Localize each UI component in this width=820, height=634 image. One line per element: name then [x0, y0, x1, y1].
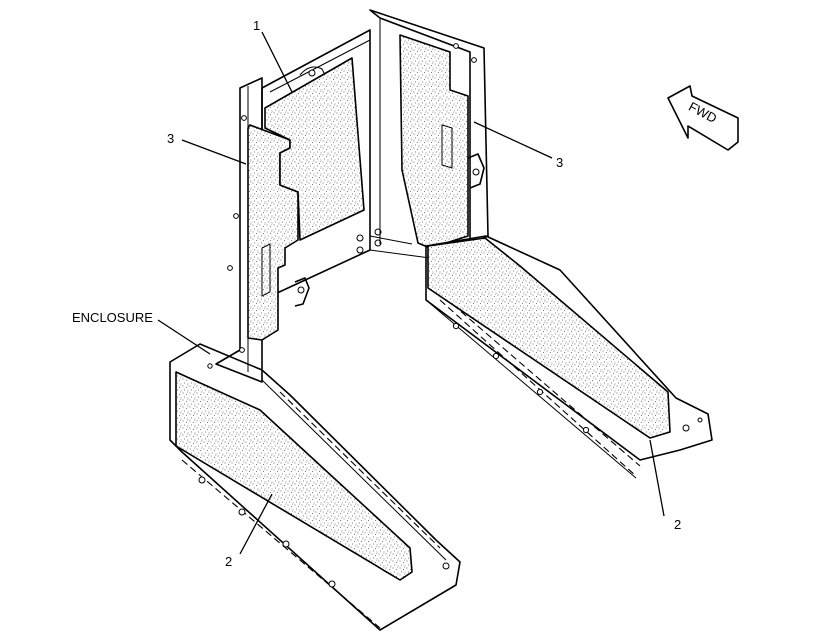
insulation-pad-2-right: [427, 237, 671, 439]
leader-part-1: [261, 31, 293, 93]
forward-arrow-icon: [667, 85, 739, 151]
leader-part-3-left: [181, 139, 247, 165]
leader-part-3-right: [473, 121, 553, 159]
right-floor-rail: [425, 235, 713, 479]
label-part-3-left: 3: [167, 131, 174, 146]
label-part-2-left: 2: [225, 554, 232, 569]
leader-enclosure: [157, 319, 211, 355]
leader-part-2-left: [239, 493, 273, 555]
label-fwd: FWD: [686, 99, 719, 126]
label-enclosure: ENCLOSURE: [72, 310, 153, 325]
leader-part-2-right: [649, 439, 665, 517]
label-part-2-right: 2: [674, 517, 681, 532]
insulation-pad-1: [264, 57, 365, 241]
insulation-pad-3-right: [399, 34, 469, 249]
insulation-pad-2-left: [175, 371, 413, 581]
leader-lines: [157, 31, 665, 555]
label-part-3-right: 3: [556, 155, 563, 170]
label-part-1: 1: [253, 18, 260, 33]
